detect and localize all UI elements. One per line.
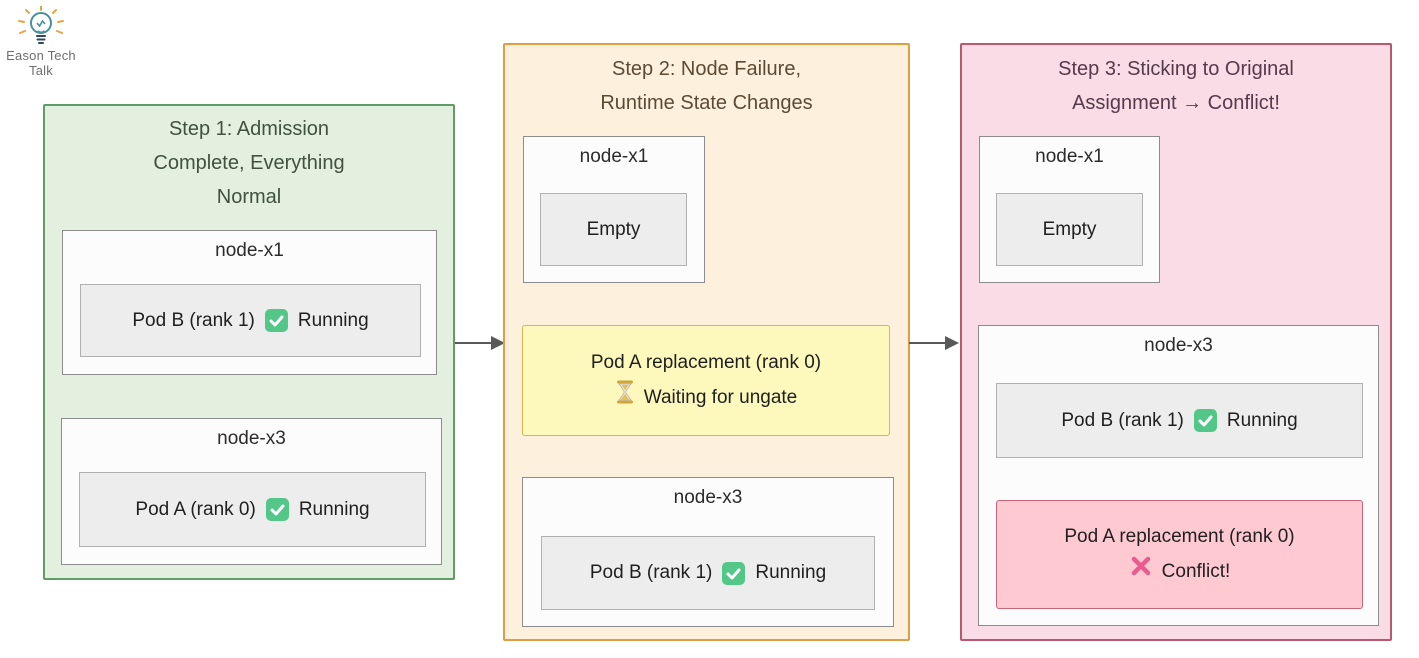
pod-status: Running <box>298 498 370 520</box>
node-name-label: node-x1 <box>579 146 649 167</box>
check-icon <box>721 561 746 586</box>
step2-title: Step 2: Node Failure, Runtime State Chan… <box>600 58 813 114</box>
brand-logo: Eason Tech Talk <box>4 6 78 78</box>
arrow-step1-to-step2 <box>455 336 505 350</box>
banner-line1: Pod A replacement (rank 0) <box>590 351 822 373</box>
pod-a-replacement-waiting: Pod A replacement (rank 0) Waiting for u… <box>522 325 890 436</box>
check-icon <box>265 497 290 522</box>
node-name-label: node-x3 <box>673 487 743 508</box>
banner-line2-text: Waiting for ungate <box>643 386 798 408</box>
pod-status: Running <box>1226 409 1298 431</box>
pod-b-running: Pod B (rank 1) Running <box>996 383 1363 458</box>
step1-panel: Step 1: Admission Complete, Everything N… <box>43 104 455 580</box>
pod-status: Running <box>755 562 827 583</box>
lightbulb-icon <box>18 6 64 44</box>
node-name-label: node-x3 <box>217 428 286 449</box>
pod-label: Empty <box>586 218 641 240</box>
pod-label: Pod B (rank 1) <box>589 562 713 583</box>
banner-line1: Pod A replacement (rank 0) <box>1064 525 1295 547</box>
pod-label: Empty <box>1042 218 1097 240</box>
pod-a-running: Pod A (rank 0) Running <box>79 472 426 547</box>
check-icon <box>264 308 289 333</box>
node-name-label: node-x3 <box>1144 335 1213 356</box>
arrow-step2-to-step3 <box>909 336 959 350</box>
banner-line2-text: Conflict! <box>1161 560 1231 582</box>
step2-panel: Step 2: Node Failure, Runtime State Chan… <box>503 43 910 641</box>
step1-title: Step 1: Admission Complete, Everything N… <box>153 118 345 208</box>
step2-node-x3: node-x3 Pod B (rank 1) Running <box>522 477 894 627</box>
step2-node-x1: node-x1 Empty <box>523 136 705 283</box>
step3-node-x3: node-x3 Pod B (rank 1) Running Pod A rep… <box>978 325 1379 626</box>
pod-a-replacement-conflict: Pod A replacement (rank 0) Conflict! <box>996 500 1363 609</box>
step3-panel: Step 3: Sticking to Original Assignment … <box>960 43 1392 641</box>
logo-text-line2: Talk <box>29 63 53 78</box>
pod-label: Pod B (rank 1) <box>1061 409 1184 431</box>
pod-empty: Empty <box>540 193 687 266</box>
node-name-label: node-x1 <box>1035 146 1104 167</box>
pod-status: Running <box>297 309 369 331</box>
check-icon <box>1193 408 1218 433</box>
pod-empty: Empty <box>996 193 1143 266</box>
step3-title: Step 3: Sticking to Original Assignment … <box>1058 58 1294 114</box>
node-name-label: node-x1 <box>215 240 284 261</box>
logo-text-line1: Eason Tech <box>6 48 76 63</box>
pod-b-running: Pod B (rank 1) Running <box>80 284 421 357</box>
pod-label: Pod A (rank 0) <box>135 498 256 520</box>
hourglass-icon <box>615 380 635 416</box>
step1-node-x3: node-x3 Pod A (rank 0) Running <box>61 418 442 565</box>
step3-node-x1: node-x1 Empty <box>979 136 1160 283</box>
pod-b-running: Pod B (rank 1) Running <box>541 536 875 610</box>
step1-node-x1: node-x1 Pod B (rank 1) Running <box>62 230 437 375</box>
pod-label: Pod B (rank 1) <box>132 309 255 331</box>
cross-icon <box>1129 554 1153 590</box>
